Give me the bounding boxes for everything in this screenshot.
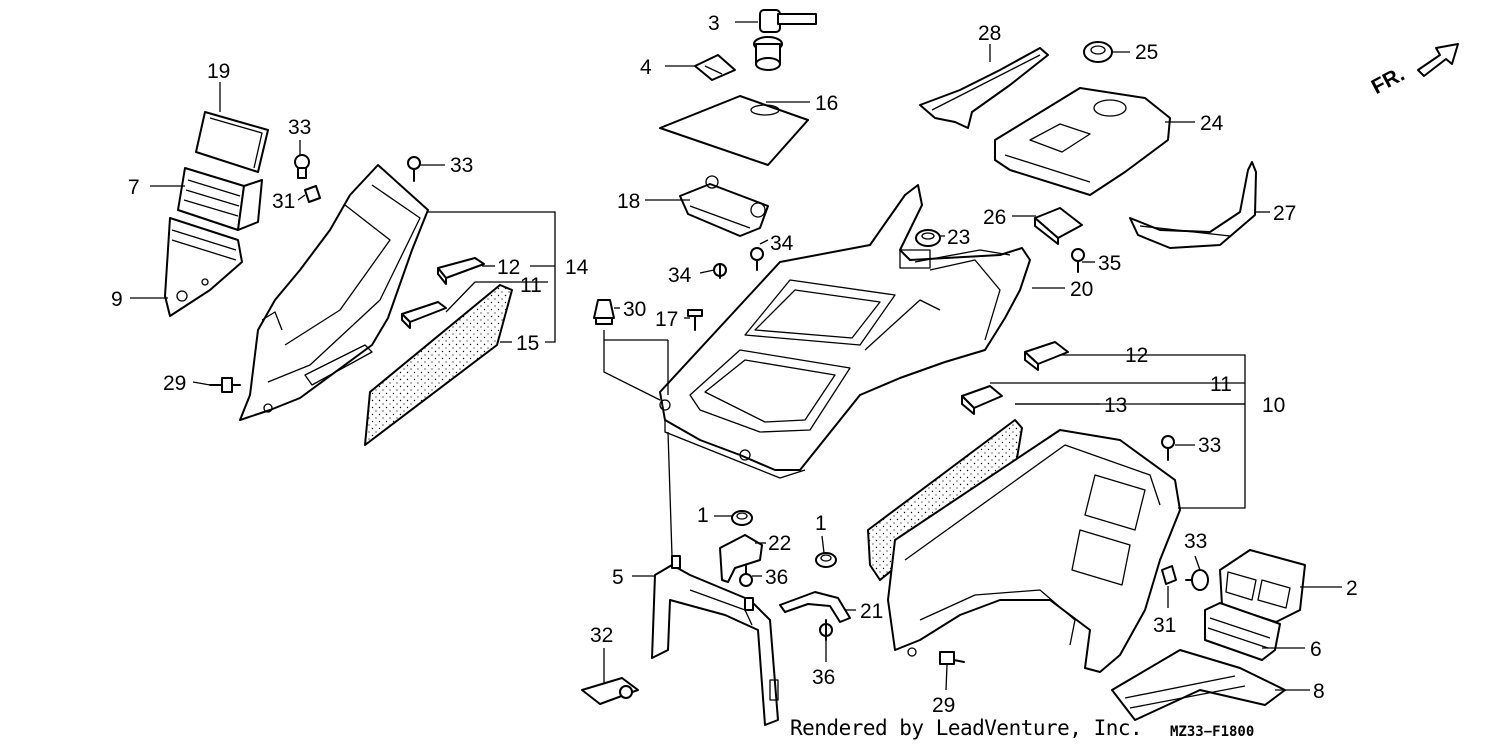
callout-5: 5 [612,566,624,589]
callout-21: 21 [860,600,883,623]
callout-13: 13 [1104,394,1127,417]
part-28-bracket [919,47,1049,129]
part-11-clip-left [401,301,447,329]
callout-16: 16 [815,92,838,115]
callout-11-b: 11 [1210,373,1232,396]
callout-1-b: 1 [815,512,827,535]
callout-4: 4 [640,56,652,79]
callout-36-a: 36 [765,566,788,589]
callout-11-a: 11 [520,274,542,297]
part-10-right-side-cover [887,429,1181,673]
callout-10: 10 [1262,394,1285,417]
part-17-screw [687,309,703,331]
callout-31-a: 31 [272,190,295,213]
part-33-screw-upper [407,156,421,182]
callout-33-d: 33 [1184,530,1207,553]
callout-29-b: 29 [932,694,955,717]
part-9-bracket [164,217,243,317]
part-12-clip-left [437,257,485,285]
part-36-screw-b [819,619,833,641]
callout-24: 24 [1200,112,1224,135]
part-24-top-cover [994,87,1171,196]
render-credit: Rendered by LeadVenture, Inc. [790,716,1143,740]
callout-7: 7 [128,176,140,199]
callout-17: 17 [655,308,678,331]
part-15-pad [364,284,513,446]
callout-34-a: 34 [770,232,794,255]
part-6-vent [1204,602,1281,661]
callout-36-b: 36 [812,666,835,689]
part-26-pad [1034,207,1083,245]
part-33-screw-right-a [1161,435,1175,461]
callout-9: 9 [111,288,123,311]
callout-2: 2 [1346,577,1358,600]
part-3-key-lock [753,9,817,71]
callout-23: 23 [947,226,970,249]
front-direction-label: FR. [1368,63,1409,99]
diagram-code: MZ33−F1800 [1170,724,1255,740]
part-34-screw-b [713,263,727,279]
part-27-strap [1129,161,1257,249]
callout-33-a: 33 [288,116,311,139]
part-32-clip [581,677,639,705]
callout-29-a: 29 [163,372,186,395]
callout-25: 25 [1135,41,1158,64]
part-21-bracket [779,591,851,623]
part-4-clip [694,54,736,81]
part-1-grommet-a [731,510,753,526]
callout-33-b: 33 [450,154,473,177]
callout-34-b: 34 [668,264,692,287]
part-20-center-console [659,184,1031,479]
callout-31-b: 31 [1153,614,1176,637]
part-14-left-side-cover [239,164,429,421]
part-33-screw-right-b [1185,569,1209,591]
part-11-clip-right [961,385,1003,415]
part-35-screw [1071,248,1085,273]
part-34-screw-a [750,247,764,271]
callout-26: 26 [983,206,1006,229]
callout-30: 30 [623,298,646,321]
part-29-bolt-left [209,377,241,393]
part-29-bolt-right [939,651,965,665]
part-7-pocket [177,167,263,231]
callout-12-a: 12 [497,256,520,279]
part-36-screw-a [739,565,753,587]
callout-22: 22 [768,532,791,555]
part-25-cap [1083,41,1113,63]
callout-32: 32 [590,624,613,647]
part-12-clip-right [1024,341,1069,371]
part-18-hinge-bracket [679,175,769,237]
callout-12-b: 12 [1125,344,1148,367]
leader-lines [130,21,1342,691]
part-33-screw-top-left [294,154,310,179]
part-19-lid [195,111,269,173]
part-1-grommet-b [815,552,837,568]
part-8-bracket [1111,649,1286,721]
callout-19: 19 [207,60,230,83]
callout-3: 3 [708,12,720,35]
part-22-bracket [719,534,763,583]
callout-labels: 19 7 9 33 31 33 12 11 14 15 29 3 4 16 18… [111,12,1358,717]
part-30-nut [593,299,615,325]
callout-14: 14 [565,256,589,279]
part-31-nut-left [304,185,321,203]
callout-27: 27 [1273,202,1296,225]
callout-20: 20 [1070,278,1093,301]
callout-1-a: 1 [697,504,709,527]
callout-33-c: 33 [1198,434,1221,457]
callout-18: 18 [617,190,640,213]
front-direction-arrow: FR. [1368,43,1459,99]
part-5-frame-bracket [651,555,779,726]
part-23-grommet [915,229,941,247]
callout-15: 15 [516,332,539,355]
callout-8: 8 [1313,680,1325,703]
callout-6: 6 [1310,638,1322,661]
callout-28: 28 [978,22,1001,45]
callout-35: 35 [1098,252,1121,275]
part-31-nut-right [1161,565,1177,585]
part-16-lid [659,95,809,166]
